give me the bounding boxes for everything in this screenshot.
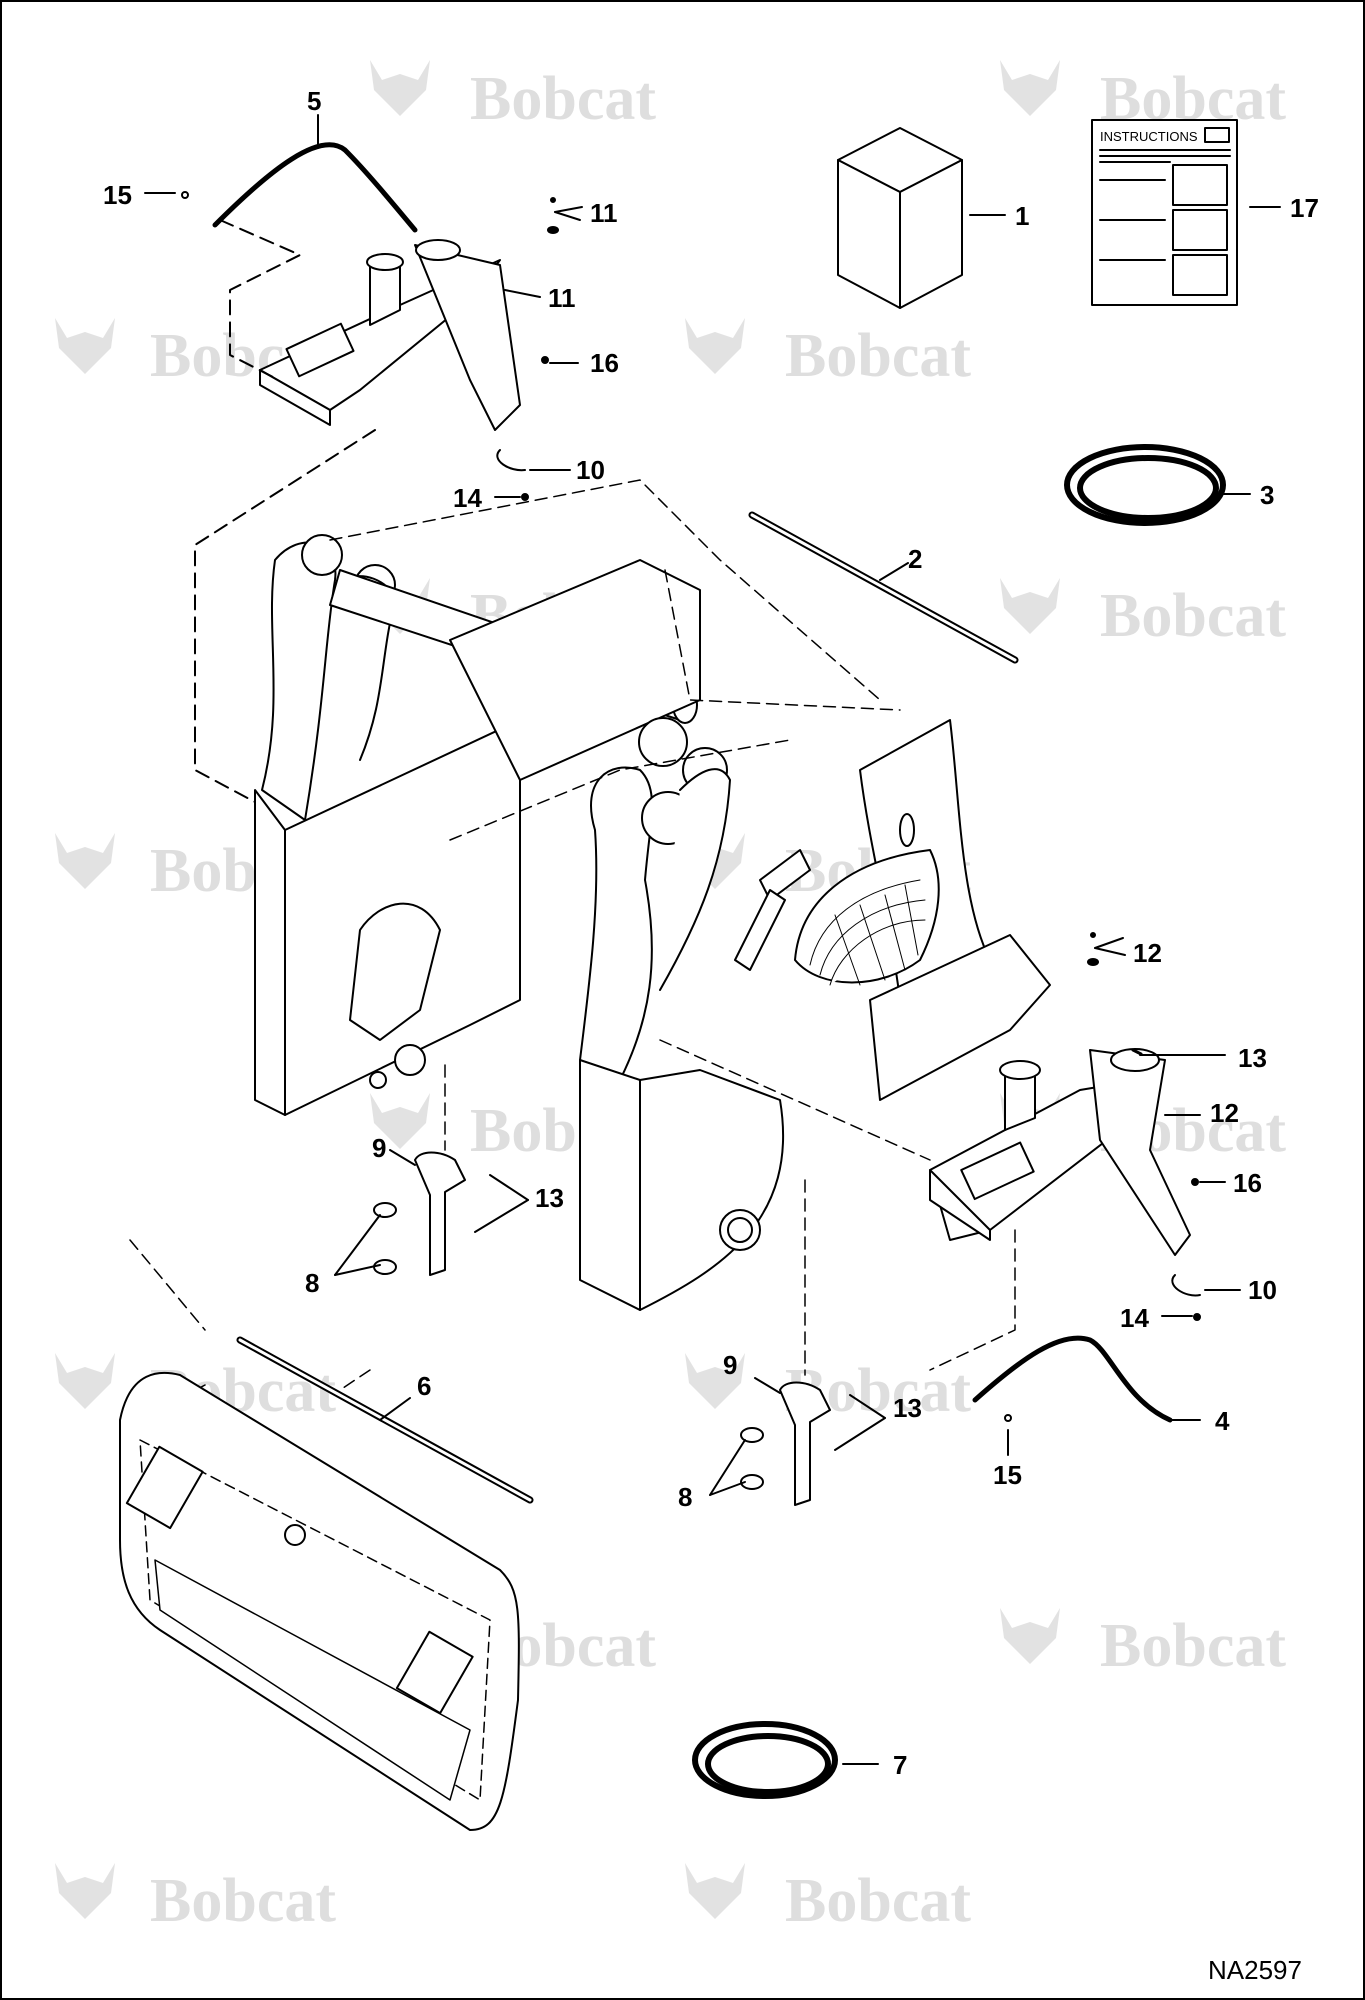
callout-8b: 8	[678, 1482, 693, 1512]
callout-7: 7	[893, 1750, 908, 1780]
leader-11a2	[554, 206, 583, 213]
callout-9b: 9	[723, 1350, 738, 1380]
callout-6: 6	[417, 1371, 432, 1401]
watermark-text: Bobcat	[1100, 1612, 1286, 1680]
leader-13b2	[474, 1199, 529, 1233]
bobcat-logo-icon	[370, 1093, 430, 1149]
part-11-screw	[550, 197, 556, 203]
leader-8b	[709, 1439, 746, 1496]
leader-9a	[389, 1149, 416, 1166]
bobcat-logo-icon	[55, 1353, 115, 1409]
figure-id: NA2597	[1208, 1955, 1302, 1985]
part-17-instructions	[1091, 119, 1238, 306]
callout-13c: 13	[893, 1393, 922, 1423]
leader-11a	[554, 211, 581, 221]
leader-8a	[334, 1214, 381, 1276]
callout-14a: 14	[453, 483, 482, 513]
part-15-clip	[181, 191, 189, 199]
bobcat-logo-icon	[685, 1863, 745, 1919]
callout-3: 3	[1260, 480, 1275, 510]
watermark-text: Bobcat	[785, 322, 971, 390]
callout-10a: 10	[576, 455, 605, 485]
callout-15a: 15	[103, 180, 132, 210]
callout-8a: 8	[305, 1268, 320, 1298]
part-8-clamps	[373, 1202, 397, 1275]
callout-12b: 12	[1210, 1098, 1239, 1128]
part-11-washer	[547, 226, 559, 234]
part-16-nut	[1191, 1178, 1199, 1186]
part-4-hose	[972, 1335, 1173, 1423]
callout-5: 5	[307, 86, 322, 116]
part-16-nut	[541, 356, 549, 364]
callout-11b: 11	[548, 283, 576, 313]
part-6-door-panel	[119, 1371, 520, 1831]
bobcat-logo-icon	[685, 1353, 745, 1409]
callout-15b: 15	[993, 1460, 1022, 1490]
bobcat-logo-icon	[1000, 1608, 1060, 1664]
callout-17: 17	[1290, 193, 1319, 223]
part-10-clamp	[1171, 1274, 1201, 1297]
part-1-box	[837, 127, 963, 309]
bobcat-logo-icon	[370, 60, 430, 116]
bobcat-logo-icon	[1000, 578, 1060, 634]
part-5-hose	[212, 142, 418, 233]
bobcat-logo-icon	[685, 318, 745, 374]
callout-13b: 13	[535, 1183, 564, 1213]
leader-8a2	[334, 1264, 381, 1276]
leader-2	[879, 562, 909, 581]
callout-16b: 16	[1233, 1168, 1262, 1198]
bobcat-logo-icon	[55, 1863, 115, 1919]
bobcat-logo-icon	[55, 833, 115, 889]
callout-13a: 13	[1238, 1043, 1267, 1073]
part-13-bolt	[1131, 1048, 1143, 1056]
bobcat-logo-icon	[55, 318, 115, 374]
part-3-hose-coil	[1064, 444, 1226, 526]
part-11-tank-bracket	[259, 239, 521, 431]
callout-14b: 14	[1120, 1303, 1149, 1333]
leader-13c2	[834, 1417, 886, 1451]
callout-4: 4	[1215, 1406, 1230, 1436]
part-6-strip	[236, 1336, 534, 1504]
watermark-text: Bobcat	[470, 65, 656, 133]
part-12-tank-bracket	[929, 1048, 1191, 1256]
loader-frame	[254, 534, 1051, 1311]
bobcat-logo-icon	[1000, 60, 1060, 116]
callout-2: 2	[908, 544, 923, 574]
watermark-text: Bobcat	[1100, 582, 1286, 650]
instructions-title: INSTRUCTIONS	[1100, 129, 1198, 144]
leader-11b	[504, 289, 541, 298]
assembly-lines-upper	[194, 219, 376, 811]
leader-13c	[849, 1394, 886, 1419]
callout-11a: 11	[590, 198, 618, 228]
watermark-text: Bobcat	[785, 1867, 971, 1935]
part-10-clamp	[496, 449, 526, 472]
callout-9a: 9	[372, 1133, 387, 1163]
part-14-screw	[521, 493, 529, 501]
leader-9b	[754, 1377, 781, 1394]
leader-12a	[1094, 947, 1126, 956]
callout-16a: 16	[590, 348, 619, 378]
leader-12a2	[1094, 937, 1124, 949]
callout-12a: 12	[1133, 938, 1162, 968]
leader-13b	[489, 1174, 529, 1201]
callout-10b: 10	[1248, 1275, 1277, 1305]
part-14-screw	[1193, 1313, 1201, 1321]
callout-1: 1	[1015, 201, 1030, 231]
leader-8b2	[709, 1481, 746, 1496]
part-15-clip	[1004, 1414, 1012, 1422]
part-12-washer	[1087, 958, 1099, 966]
part-9-bracket	[414, 1151, 466, 1276]
part-7-hose-coil	[692, 1721, 838, 1799]
leader-6	[379, 1397, 411, 1421]
part-9-bracket	[779, 1381, 831, 1506]
watermark-text: Bobcat	[150, 1867, 336, 1935]
part-12-screw	[1090, 932, 1096, 938]
part-8-clamps	[740, 1427, 764, 1490]
part-2-strip	[748, 511, 1019, 664]
